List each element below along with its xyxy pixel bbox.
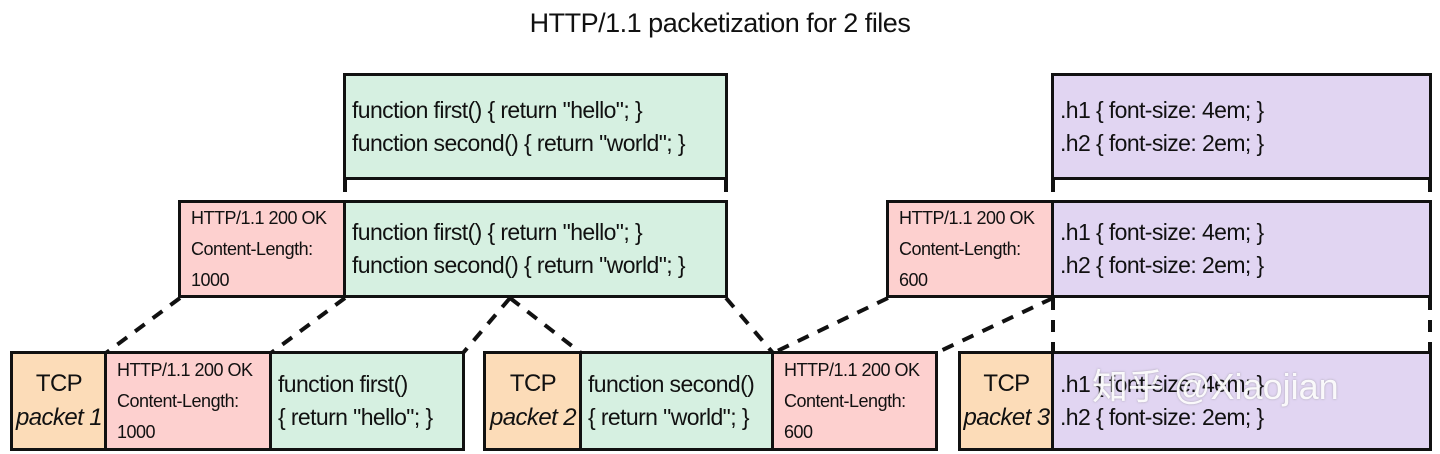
- tcp-label: TCP: [509, 370, 557, 397]
- connector-p2-js-end: [724, 296, 775, 355]
- header-line: Content-Length:: [899, 238, 1021, 259]
- header-line: HTTP/1.1 200 OK: [899, 207, 1035, 228]
- packet-2-body: function second() { return "world"; }: [579, 351, 775, 451]
- header-line: HTTP/1.1 200 OK: [784, 359, 920, 380]
- code-line: .h1 { font-size: 4em; }: [1060, 371, 1264, 397]
- header-line: 600: [784, 421, 813, 442]
- connector-p1-left: [104, 296, 182, 355]
- code-line: function first() { return "hello"; }: [352, 96, 643, 123]
- code-line: { return "hello"; }: [278, 404, 433, 430]
- packet-label: packet 1: [16, 404, 103, 431]
- header-line: Content-Length:: [191, 238, 313, 259]
- connector-p1-right: [269, 296, 347, 355]
- header-line: Content-Length:: [784, 390, 906, 411]
- header-line: 1000: [191, 269, 230, 290]
- code-line: .h2 { font-size: 2em; }: [1060, 129, 1264, 156]
- tcp-header-packet-1: TCP packet 1: [10, 351, 108, 451]
- js-response-header: HTTP/1.1 200 OK Content-Length: 1000: [178, 200, 347, 298]
- js-file-box: function first() { return "hello"; } fun…: [343, 73, 728, 180]
- diagram-title: HTTP/1.1 packetization for 2 files: [529, 8, 911, 38]
- connector-p2-css-end: [935, 296, 1054, 355]
- code-line: .h1 { font-size: 4em; }: [1060, 96, 1264, 123]
- header-line: HTTP/1.1 200 OK: [117, 359, 253, 380]
- code-line: .h2 { font-size: 2em; }: [1060, 404, 1264, 430]
- css-response-header: HTTP/1.1 200 OK Content-Length: 600: [886, 200, 1055, 298]
- tcp-header-packet-3: TCP packet 3: [958, 351, 1055, 451]
- packet-3-body: .h1 { font-size: 4em; } .h2 { font-size:…: [1051, 351, 1432, 451]
- code-line: function first(): [278, 371, 408, 397]
- connector-p2-left: [461, 296, 512, 355]
- code-line: function second(): [588, 371, 755, 397]
- code-line: function second() { return "world"; }: [352, 129, 686, 156]
- header-line: 1000: [117, 421, 156, 442]
- tcp-label: TCP: [983, 370, 1030, 397]
- header-line: 600: [899, 269, 928, 290]
- packet-label: packet 3: [963, 404, 1051, 431]
- code-line: .h1 { font-size: 4em; }: [1060, 219, 1264, 245]
- js-response-body: function first() { return "hello"; } fun…: [343, 200, 728, 298]
- css-file-box: .h1 { font-size: 4em; } .h2 { font-size:…: [1051, 73, 1432, 180]
- packet-2-http-header: HTTP/1.1 200 OK Content-Length: 600: [771, 351, 938, 451]
- connector-p2-right: [508, 296, 583, 355]
- connector-p2-css-start: [772, 296, 889, 355]
- packet-label: packet 2: [490, 404, 577, 431]
- tcp-header-packet-2: TCP packet 2: [483, 351, 583, 451]
- tcp-label: TCP: [35, 370, 83, 397]
- header-line: Content-Length:: [117, 390, 239, 411]
- css-response-body: .h1 { font-size: 4em; } .h2 { font-size:…: [1051, 200, 1432, 298]
- code-line: function second() { return "world"; }: [352, 252, 686, 278]
- packet-1-body: function first() { return "hello"; }: [269, 351, 465, 451]
- header-line: HTTP/1.1 200 OK: [191, 207, 327, 228]
- code-line: { return "world"; }: [588, 404, 750, 430]
- packet-1-http-header: HTTP/1.1 200 OK Content-Length: 1000: [104, 351, 273, 451]
- code-line: .h2 { font-size: 2em; }: [1060, 252, 1264, 278]
- code-line: function first() { return "hello"; }: [352, 219, 643, 245]
- watermark: 知乎 @Xiaojian: [1092, 366, 1339, 407]
